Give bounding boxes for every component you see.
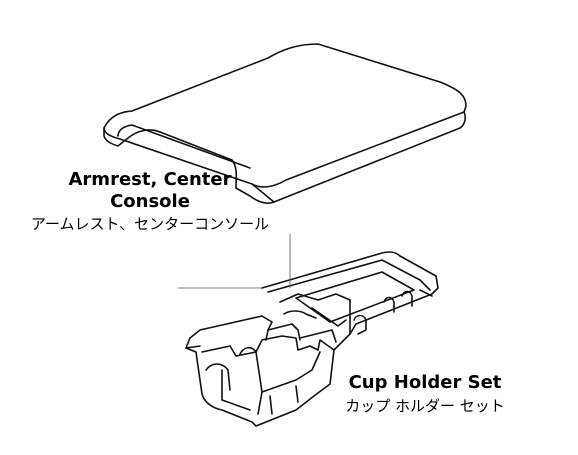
- armrest-top-crease: [117, 124, 251, 169]
- armrest-rear-edge: [251, 183, 275, 203]
- armrest-name-en-line1: Armrest, Center: [68, 169, 232, 190]
- cupholder-upper-tray: [261, 251, 439, 335]
- cup-holder-drawing: [185, 251, 439, 427]
- armrest-name-jp: アームレスト、センターコンソール: [30, 215, 270, 234]
- armrest-part-label: Armrest, Center Console アームレスト、センターコンソール: [20, 169, 280, 233]
- cupholder-front-rim: [189, 315, 273, 339]
- cupholder-upper-tray-rim: [267, 259, 431, 293]
- cup-holder-part-label: Cup Holder Set カップ ホルダー セット: [330, 372, 520, 415]
- armrest-top-surface: [103, 43, 467, 188]
- armrest-front-edge: [103, 127, 129, 147]
- cup-holder-name-en: Cup Holder Set: [348, 372, 502, 393]
- cupholder-partition: [279, 293, 351, 335]
- cupholder-upper-tray-inner: [295, 271, 415, 323]
- cup-holder-name-jp: カップ ホルダー セット: [345, 396, 505, 415]
- armrest-name-en-line2: Console: [110, 190, 190, 212]
- cupholder-inner-wall: [201, 335, 335, 357]
- armrest-underside: [127, 111, 466, 204]
- armrest-drawing: [103, 43, 467, 204]
- cupholder-front-box: [185, 333, 351, 427]
